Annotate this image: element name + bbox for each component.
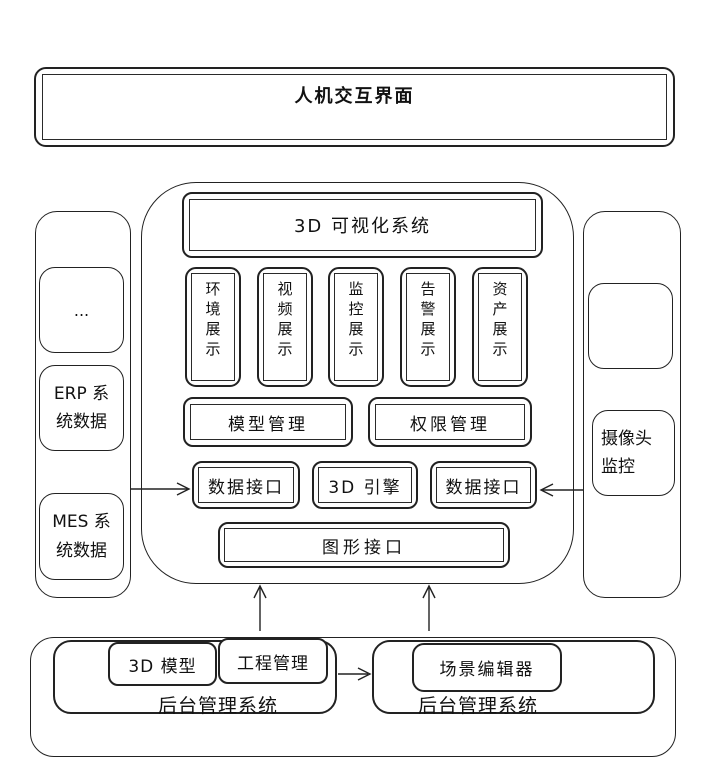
data-interface-right-box: 数据接口: [430, 461, 537, 509]
module-alarm-display-label: 告警展示: [418, 281, 437, 361]
model-3d-box: 3D 模型: [108, 642, 217, 686]
backend-right-label: 后台管理系统: [417, 695, 538, 717]
other-data-source-label: ...: [73, 300, 90, 320]
data-interface-left-box: 数据接口: [192, 461, 300, 509]
mes-data-label: MES 系 统数据: [52, 512, 111, 561]
camera-empty-node: [588, 283, 673, 369]
data-interface-left-label: 数据接口: [208, 477, 284, 498]
project-management-label: 工程管理: [237, 653, 309, 674]
module-monitor-display-label: 监控展示: [346, 281, 365, 361]
scene-editor-label: 场景编辑器: [439, 660, 535, 680]
permission-management-label: 权限管理: [410, 414, 490, 435]
module-video-display: 视频展示: [257, 267, 313, 387]
graphics-interface-label: 图形接口: [322, 537, 406, 558]
camera-panel: [583, 211, 681, 598]
model-management-box: 模型管理: [183, 397, 353, 447]
backend-left-label: 后台管理系统: [157, 695, 278, 717]
other-data-source-node: ...: [39, 267, 124, 353]
viz-system-title: 3D 可视化系统: [293, 216, 432, 237]
erp-data-node: ERP 系 统数据: [39, 365, 124, 451]
camera-monitor-label: 摄像头 监控: [601, 428, 652, 477]
arrow-backend-left-up: [253, 584, 267, 631]
model-3d-label: 3D 模型: [128, 656, 197, 677]
data-interface-right-label: 数据接口: [445, 477, 522, 498]
viz-system-title-box: 3D 可视化系统: [182, 192, 543, 258]
engine-3d-box: 3D 引擎: [312, 461, 418, 509]
mes-data-node: MES 系 统数据: [39, 493, 124, 580]
scene-editor-box: 场景编辑器: [412, 643, 562, 692]
module-env-display: 环境展示: [185, 267, 241, 387]
module-alarm-display: 告警展示: [400, 267, 456, 387]
hmi-banner-inner: 人机交互界面: [42, 74, 667, 140]
model-management-label: 模型管理: [228, 414, 308, 435]
module-asset-display-label: 资产展示: [490, 281, 509, 361]
camera-monitor-node: 摄像头 监控: [592, 410, 675, 496]
graphics-interface-box: 图形接口: [218, 522, 510, 568]
arrow-backend-right-up: [422, 584, 436, 631]
hmi-banner: 人机交互界面: [34, 67, 675, 147]
module-env-display-label: 环境展示: [203, 281, 222, 361]
hmi-banner-title: 人机交互界面: [294, 86, 415, 107]
module-monitor-display: 监控展示: [328, 267, 384, 387]
engine-3d-label: 3D 引擎: [328, 477, 402, 498]
permission-management-box: 权限管理: [368, 397, 532, 447]
module-asset-display: 资产展示: [472, 267, 528, 387]
erp-data-label: ERP 系 统数据: [53, 383, 110, 432]
module-video-display-label: 视频展示: [275, 281, 294, 361]
project-management-box: 工程管理: [218, 638, 328, 684]
